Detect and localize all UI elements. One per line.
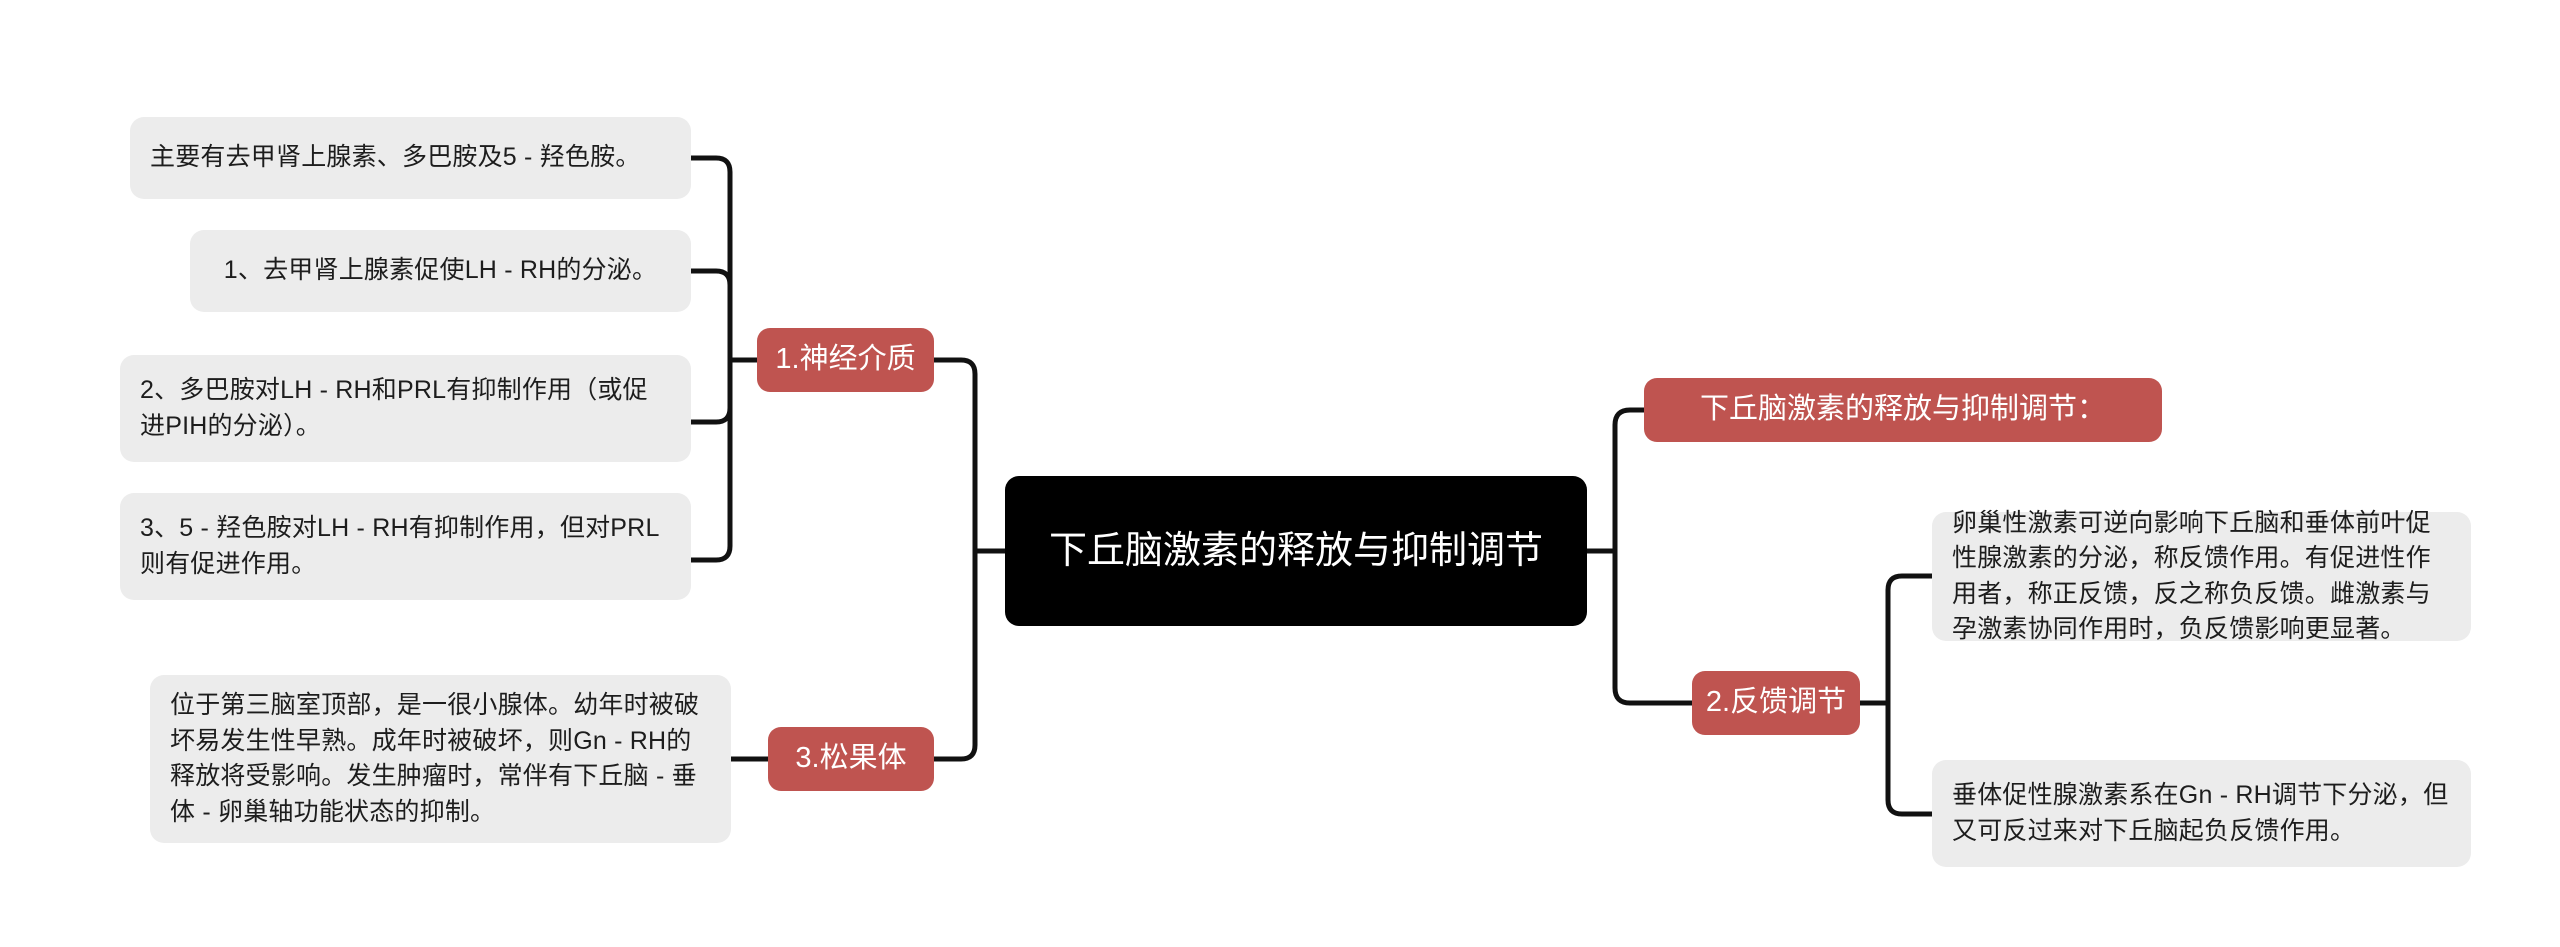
root-node-label: 下丘脑激素的释放与抑制调节 <box>1048 529 1543 572</box>
leaf-node-neural-mediators-4[interactable]: 3、5 - 羟色胺对LH - RH有抑制作用，但对PRL则有促进作用。 <box>120 493 691 600</box>
leaf-node-neural-mediators-2[interactable]: 1、去甲肾上腺素促使LH - RH的分泌。 <box>190 230 691 312</box>
leaf-node-feedback-regulation-1[interactable]: 卵巢性激素可逆向影响下丘脑和垂体前叶促性腺激素的分泌，称反馈作用。有促进性作用者… <box>1932 509 2471 643</box>
leaf-node-label: 3、5 - 羟色胺对LH - RH有抑制作用，但对PRL则有促进作用。 <box>140 514 660 578</box>
wire-lb1-to-leaf-3 <box>688 357 760 425</box>
wire-root-to-left-branch-1 <box>931 357 1008 554</box>
branch-node-label: 2.反馈调节 <box>1705 686 1847 719</box>
branch-node-feedback-regulation[interactable]: 2.反馈调节 <box>1692 671 1860 735</box>
leaf-node-feedback-regulation-2[interactable]: 垂体促性腺激素系在Gn - RH调节下分泌，但又可反过来对下丘脑起负反馈作用。 <box>1932 760 2471 867</box>
wire-lb1-to-leaf-1 <box>688 155 760 363</box>
leaf-node-label: 主要有去甲肾上腺素、多巴胺及5 - 羟色胺。 <box>150 143 641 172</box>
leaf-node-label: 垂体促性腺激素系在Gn - RH调节下分泌，但又可反过来对下丘脑起负反馈作用。 <box>1952 781 2449 845</box>
branch-node-neural-mediators[interactable]: 1.神经介质 <box>757 328 934 392</box>
root-node[interactable]: 下丘脑激素的释放与抑制调节 <box>1005 476 1587 626</box>
branch-node-pineal-gland[interactable]: 3.松果体 <box>768 727 934 791</box>
leaf-node-label: 位于第三脑室顶部，是一很小腺体。幼年时被破坏易发生性早熟。成年时被破坏，则Gn … <box>170 691 700 826</box>
branch-node-label: 下丘脑激素的释放与抑制调节： <box>1699 393 2106 426</box>
wire-rb2-to-leaf-2 <box>1857 700 1935 817</box>
wire-root-to-right-branch-2 <box>1583 548 1695 706</box>
leaf-node-label: 1、去甲肾上腺素促使LH - RH的分泌。 <box>223 256 658 285</box>
wire-lb1-to-leaf-2 <box>688 268 760 363</box>
branch-node-hypothalamic-release-inhibition[interactable]: 下丘脑激素的释放与抑制调节： <box>1644 378 2162 442</box>
leaf-node-label: 卵巢性激素可逆向影响下丘脑和垂体前叶促性腺激素的分泌，称反馈作用。有促进性作用者… <box>1952 508 2431 644</box>
wire-root-to-right-branch-1 <box>1583 407 1647 554</box>
leaf-node-pineal-gland-1[interactable]: 位于第三脑室顶部，是一很小腺体。幼年时被破坏易发生性早熟。成年时被破坏，则Gn … <box>150 675 731 843</box>
wire-rb2-to-leaf-1 <box>1857 573 1935 706</box>
leaf-node-neural-mediators-1[interactable]: 主要有去甲肾上腺素、多巴胺及5 - 羟色胺。 <box>130 117 691 199</box>
wire-lb1-to-leaf-4 <box>688 357 760 563</box>
leaf-node-neural-mediators-3[interactable]: 2、多巴胺对LH - RH和PRL有抑制作用（或促进PIH的分泌）。 <box>120 355 691 462</box>
wire-root-to-left-branch-3 <box>931 548 1008 762</box>
branch-node-label: 3.松果体 <box>795 742 907 775</box>
leaf-node-label: 2、多巴胺对LH - RH和PRL有抑制作用（或促进PIH的分泌）。 <box>140 376 648 440</box>
branch-node-label: 1.神经介质 <box>775 343 916 376</box>
